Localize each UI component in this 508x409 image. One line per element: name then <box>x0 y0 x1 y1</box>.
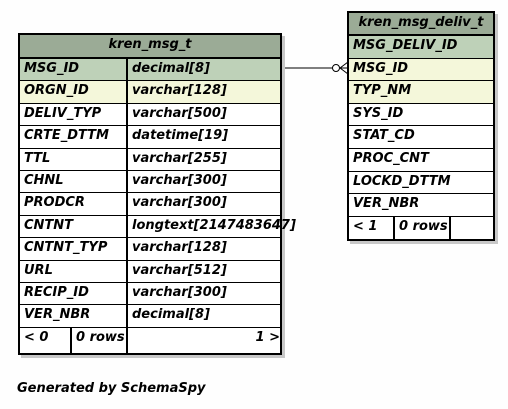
column-name: TYP_NM <box>348 80 494 104</box>
children-count: 1 > <box>127 326 281 354</box>
column-type: varchar[512] <box>127 259 281 283</box>
column-name: PROC_CNT <box>348 148 494 172</box>
row-count: 0 rows <box>394 215 450 240</box>
column-name: STAT_CD <box>348 125 494 149</box>
column-name: CNTNT <box>19 214 127 239</box>
column-type: varchar[300] <box>127 192 281 216</box>
column-name: DELIV_TYP <box>19 102 127 127</box>
column-type: decimal[8] <box>127 58 281 82</box>
column-name: MSG_DELIV_ID <box>348 35 494 59</box>
parents-count: < 0 <box>19 326 71 354</box>
column-name: CHNL <box>19 170 127 194</box>
column-name: ORGN_ID <box>19 80 127 104</box>
row-count: 0 rows <box>71 326 127 354</box>
column-type: varchar[128] <box>127 237 281 261</box>
column-type: varchar[500] <box>127 102 281 127</box>
column-type: longtext[2147483647] <box>127 214 296 239</box>
table-title: kren_msg_t <box>19 34 281 58</box>
column-type: varchar[128] <box>127 80 281 104</box>
column-name: CNTNT_TYP <box>19 237 127 261</box>
column-name: MSG_ID <box>19 58 127 82</box>
column-name: PRODCR <box>19 192 127 216</box>
column-name: URL <box>19 259 127 283</box>
column-type: datetime[19] <box>127 125 281 149</box>
column-name: CRTE_DTTM <box>19 125 127 149</box>
parents-count: < 1 <box>348 215 394 240</box>
column-name: SYS_ID <box>348 102 494 127</box>
column-type: varchar[255] <box>127 147 281 171</box>
column-name: MSG_ID <box>348 57 494 82</box>
table-title: kren_msg_deliv_t <box>348 12 494 35</box>
footer-spacer <box>450 215 494 240</box>
column-type: varchar[300] <box>127 170 281 194</box>
column-name: VER_NBR <box>348 193 494 217</box>
column-type: decimal[8] <box>127 304 281 328</box>
column-name: RECIP_ID <box>19 282 127 306</box>
column-name: VER_NBR <box>19 304 127 328</box>
column-type: varchar[300] <box>127 282 281 306</box>
generated-by-footer: Generated by SchemaSpy <box>17 381 206 396</box>
column-name: TTL <box>19 147 127 171</box>
column-name: LOCKD_DTTM <box>348 170 494 195</box>
